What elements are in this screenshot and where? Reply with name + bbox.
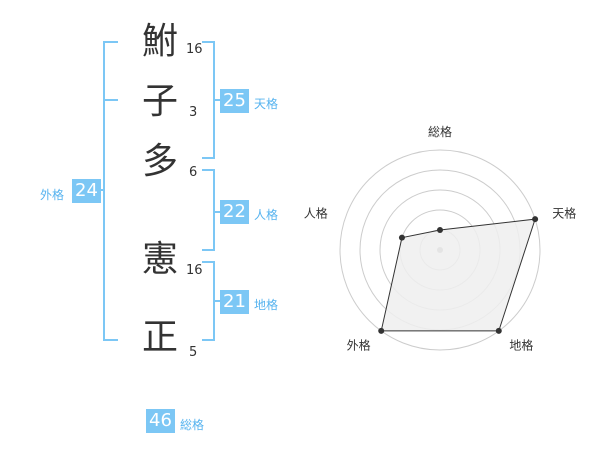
jinkaku-label: 人格 [254, 208, 279, 222]
radar-grid-ring [339, 149, 541, 351]
chikaku-badge: 21 [220, 290, 249, 314]
stroke-count-1: 16 [186, 42, 203, 57]
stroke-count-5: 5 [189, 345, 198, 360]
radar-point-4 [378, 327, 385, 334]
radar-point-3 [495, 327, 502, 334]
tenkaku-label: 天格 [254, 97, 279, 111]
radar-data-polygon [380, 218, 536, 332]
radar-axis-label: 総格 [428, 124, 452, 139]
name-char-4: 憲 [142, 239, 179, 280]
gaikaku-label: 外格 [40, 188, 65, 202]
radar-axis-label: 天格 [552, 206, 576, 221]
jinkaku-bracket [202, 169, 215, 251]
name-char-5: 正 [142, 317, 179, 358]
soukaku-badge: 46 [146, 409, 175, 433]
soukaku-label: 総格 [180, 418, 205, 432]
radar-axis-label: 人格 [304, 206, 328, 221]
radar-axis-label: 外格 [347, 337, 371, 352]
radar-axis-label: 地格 [509, 337, 533, 352]
name-char-3: 多 [142, 141, 179, 182]
jinkaku-badge: 22 [220, 200, 249, 224]
stroke-count-4: 16 [186, 263, 203, 278]
name-char-1: 鮒 [142, 21, 179, 62]
radar-point-1 [437, 227, 443, 233]
name-char-2: 子 [142, 81, 179, 122]
chikaku-label: 地格 [254, 298, 279, 312]
gaikaku-badge: 24 [72, 179, 101, 203]
radar-point-2 [532, 216, 539, 223]
stroke-count-2: 3 [189, 105, 198, 120]
stroke-count-3: 6 [189, 165, 198, 180]
tenkaku-badge: 25 [220, 89, 249, 113]
radar-point-5 [398, 234, 405, 241]
